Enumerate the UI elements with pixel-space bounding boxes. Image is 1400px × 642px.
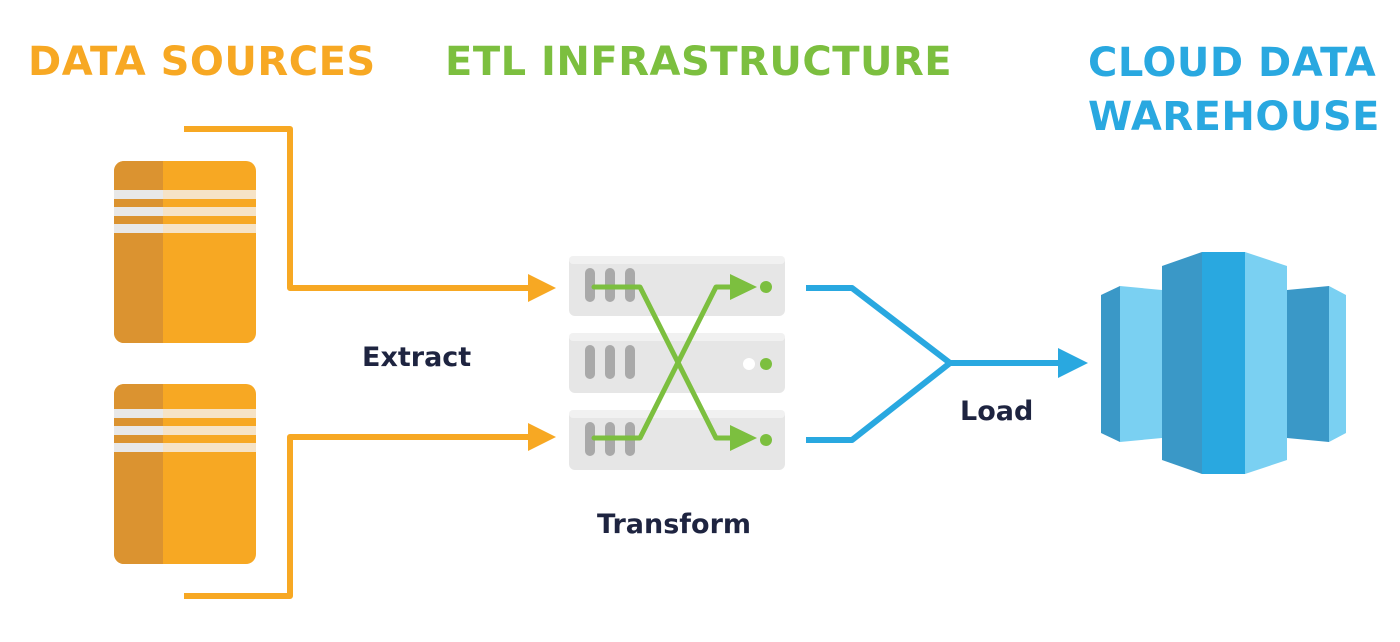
extract-line-top: [184, 126, 530, 291]
database-icon: [114, 384, 256, 564]
extract-arrow-bottom: [528, 423, 556, 451]
load-line-bottom: [806, 360, 952, 443]
load-label: Load: [960, 396, 1034, 427]
transform-label: Transform: [597, 509, 752, 540]
cloud-data-warehouse-heading: CLOUD DATA WAREHOUSE: [1088, 40, 1380, 140]
extract-line-bottom: [184, 434, 530, 599]
extract-label: Extract: [362, 342, 472, 373]
etl-infrastructure-heading: ETL INFRASTRUCTURE: [445, 39, 953, 85]
transform-arrows: [591, 284, 738, 441]
extract-arrow-top: [528, 274, 556, 302]
database-icon: [114, 161, 256, 343]
load-arrow: [1058, 348, 1088, 378]
load-connectors: [806, 285, 1062, 443]
cloud-warehouse-icon: [1101, 252, 1346, 474]
extract-connectors: [184, 126, 530, 599]
data-sources-heading: DATA SOURCES: [28, 39, 376, 85]
transform-arrowhead-top: [730, 274, 757, 300]
transform-arrowhead-bottom: [730, 425, 757, 451]
transform-line-up: [591, 284, 738, 441]
load-line-top: [806, 285, 952, 366]
